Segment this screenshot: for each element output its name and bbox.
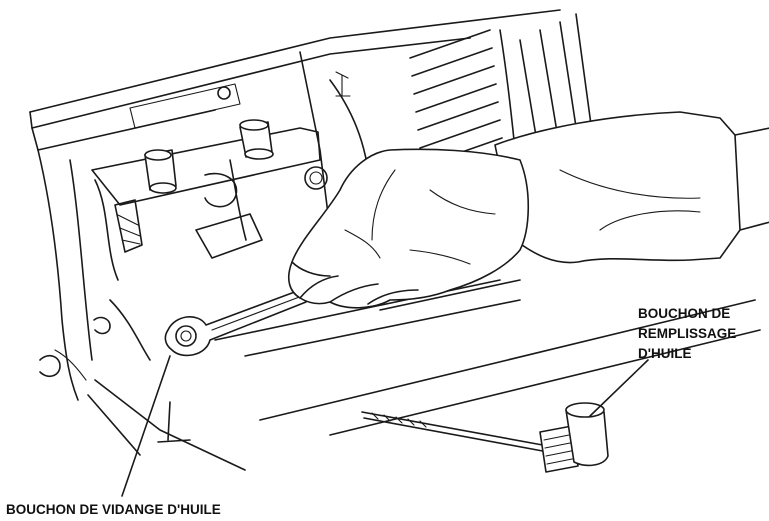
fill-cap-label-line-3: D'HUILE [638,346,691,361]
oil-fill-cap-dipstick [362,403,608,472]
drain-plug-label: BOUCHON DE VIDANGE D'HUILE [6,502,221,517]
wrench [165,290,306,355]
fuel-fittings [145,120,273,193]
drain-plug-leader-line [122,356,170,496]
fill-cap-leader-line [590,360,648,416]
fill-cap-label-line-2: REMPLISSAGE [638,326,736,341]
label-oil-fill-cap: BOUCHON DE REMPLISSAGE D'HUILE [638,306,736,361]
fill-cap-label-line-1: BOUCHON DE [638,306,730,321]
